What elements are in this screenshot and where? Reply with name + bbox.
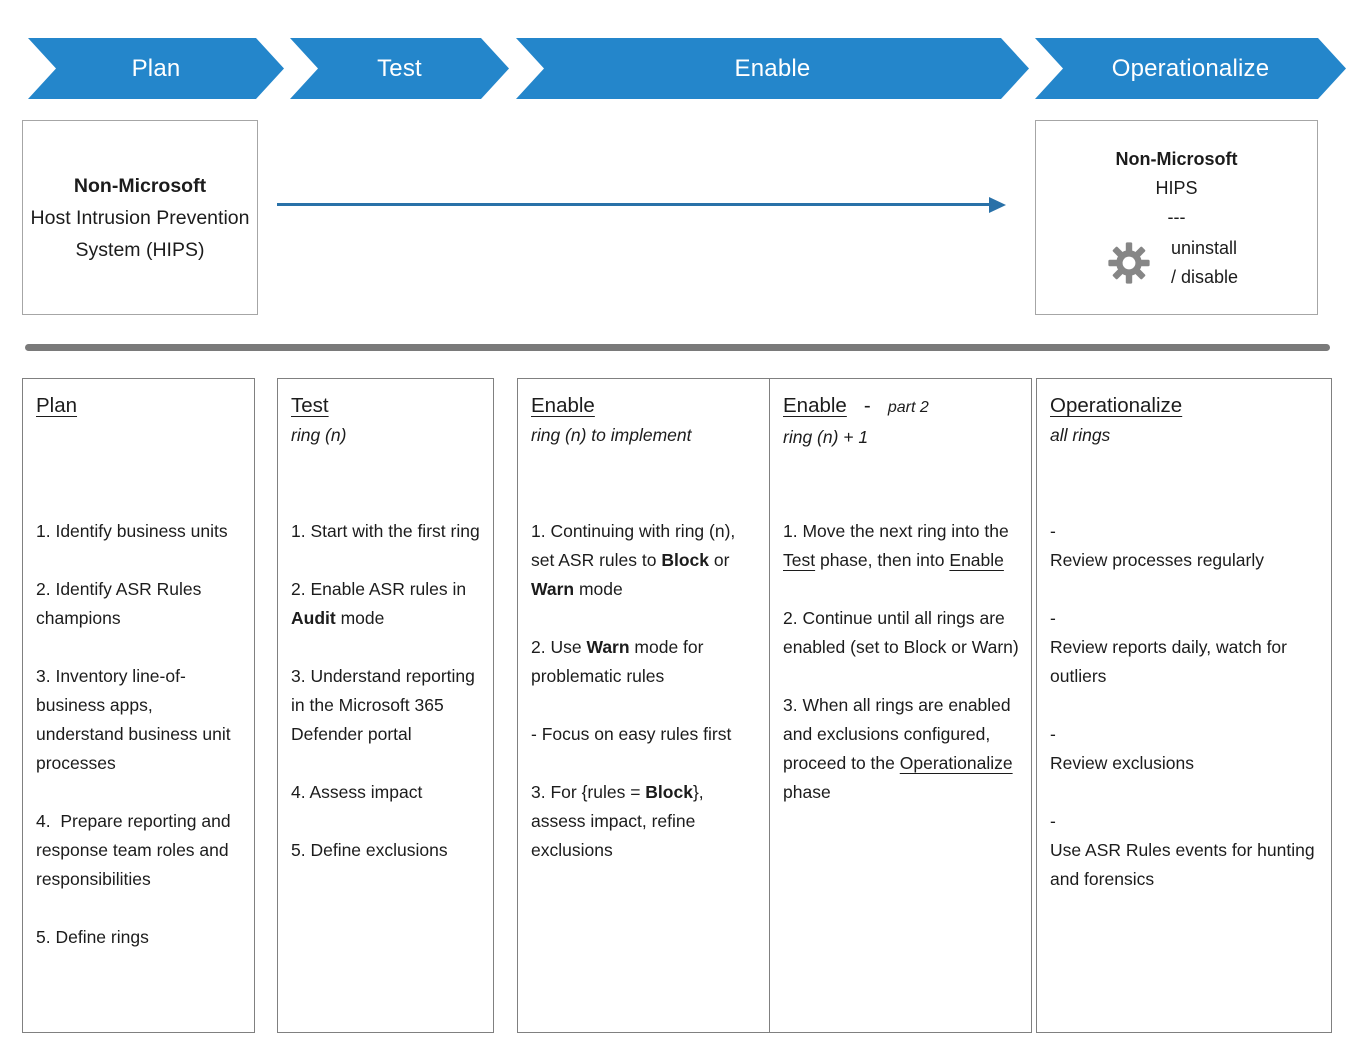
column-header: Enable ring (n) to implement [531, 391, 757, 517]
hips-after-box: Non-Microsoft HIPS --- uninstall [1035, 120, 1318, 315]
hips-before-title: Non-Microsoft [73, 174, 207, 197]
phase-label-plan: Plan [131, 54, 181, 82]
column-subtitle: ring (n) [291, 425, 347, 445]
enable-detail-box: Enable ring (n) to implement 1. Continui… [517, 378, 770, 1033]
test-detail-box: Test ring (n) 1. Start with the first ri… [277, 378, 494, 1033]
gear-icon [1108, 242, 1150, 284]
phase-chevron-enable: Enable [516, 38, 1029, 99]
column-items: 1. Continuing with ring (n), set ASR rul… [531, 517, 757, 865]
list-item: 5. Define exclusions [291, 840, 448, 860]
column-subtitle: all rings [1050, 425, 1111, 445]
list-item: - Focus on easy rules first [531, 724, 732, 744]
column-items: -Review processes regularly -Review repor… [1050, 517, 1319, 894]
section-divider [25, 344, 1330, 351]
enable-part2-detail-box: Enable - part 2 ring (n) + 1 1. Move the… [769, 378, 1032, 1033]
column-header: Enable - part 2 ring (n) + 1 [783, 391, 1019, 517]
hips-after-action-row: uninstall / disable [1107, 234, 1238, 292]
column-heading: Plan [36, 394, 78, 417]
hips-after-action-text: uninstall / disable [1171, 234, 1238, 292]
column-heading: Enable - part 2 [783, 394, 929, 417]
column-header: Plan [36, 391, 242, 517]
hips-before-body: Host Intrusion Prevention System (HIPS) [30, 206, 250, 261]
list-item: 4. Assess impact [291, 782, 423, 802]
list-item: 1. Identify business units [36, 521, 228, 541]
list-item: 2. Use Warn mode for problematic rules [531, 637, 704, 686]
flow-arrow-head [989, 196, 1006, 213]
list-item: 1. Move the next ring into the Test phas… [783, 521, 1009, 570]
phase-chevron-test: Test [290, 38, 509, 99]
list-item: -Review exclusions [1050, 724, 1194, 773]
column-subtitle: ring (n) + 1 [783, 427, 869, 447]
column-heading: Test [291, 394, 329, 417]
hips-before-box: Non-Microsoft Host Intrusion Prevention … [22, 120, 258, 315]
list-item: -Use ASR Rules events for hunting and fo… [1050, 811, 1315, 889]
phase-chevron-operationalize: Operationalize [1035, 38, 1346, 99]
list-item: -Review reports daily, watch for outlier… [1050, 608, 1287, 686]
operationalize-detail-box: Operationalize all rings -Review process… [1036, 378, 1332, 1033]
list-item: 5. Define rings [36, 927, 149, 947]
hips-action-line1: uninstall [1170, 238, 1238, 258]
phase-label-test: Test [377, 54, 422, 82]
list-item: 1. Start with the first ring [291, 521, 480, 541]
column-header: Test ring (n) [291, 391, 481, 517]
phase-chevron-plan: Plan [28, 38, 284, 99]
column-items: 1. Identify business units 2. Identify AS… [36, 517, 242, 952]
list-item: 2. Continue until all rings are enabled … [783, 608, 1019, 657]
hips-after-separator: --- [1167, 207, 1186, 227]
column-items: 1. Move the next ring into the Test phas… [783, 517, 1019, 807]
list-item: 1. Continuing with ring (n), set ASR rul… [531, 521, 736, 599]
phase-label-enable: Enable [734, 54, 811, 82]
list-item: 2. Enable ASR rules in Audit mode [291, 579, 467, 628]
list-item: 3. When all rings are enabled and exclus… [783, 695, 1013, 802]
list-item: -Review processes regularly [1050, 521, 1264, 570]
list-item: 2. Identify ASR Rules champions [36, 579, 202, 628]
plan-detail-box: Plan 1. Identify business units 2. Identi… [22, 378, 255, 1033]
hips-action-line2: / disable [1170, 267, 1239, 287]
list-item: 4. Prepare reporting and response team r… [36, 811, 231, 889]
flow-arrow-line [277, 203, 991, 206]
list-item: 3. Understand reporting in the Microsoft… [291, 666, 475, 744]
column-heading: Enable [531, 394, 595, 417]
column-items: 1. Start with the first ring 2. Enable AS… [291, 517, 481, 865]
hips-after-subtitle: HIPS [1155, 178, 1198, 198]
column-heading: Operationalize [1050, 394, 1183, 417]
phase-label-operationalize: Operationalize [1111, 54, 1270, 82]
column-header: Operationalize all rings [1050, 391, 1319, 517]
list-item: 3. Inventory line-of-business apps, unde… [36, 666, 231, 773]
column-subtitle: ring (n) to implement [531, 425, 692, 445]
list-item: 3. For {rules = Block}, assess impact, r… [531, 782, 704, 860]
hips-after-title: Non-Microsoft [1115, 149, 1238, 169]
